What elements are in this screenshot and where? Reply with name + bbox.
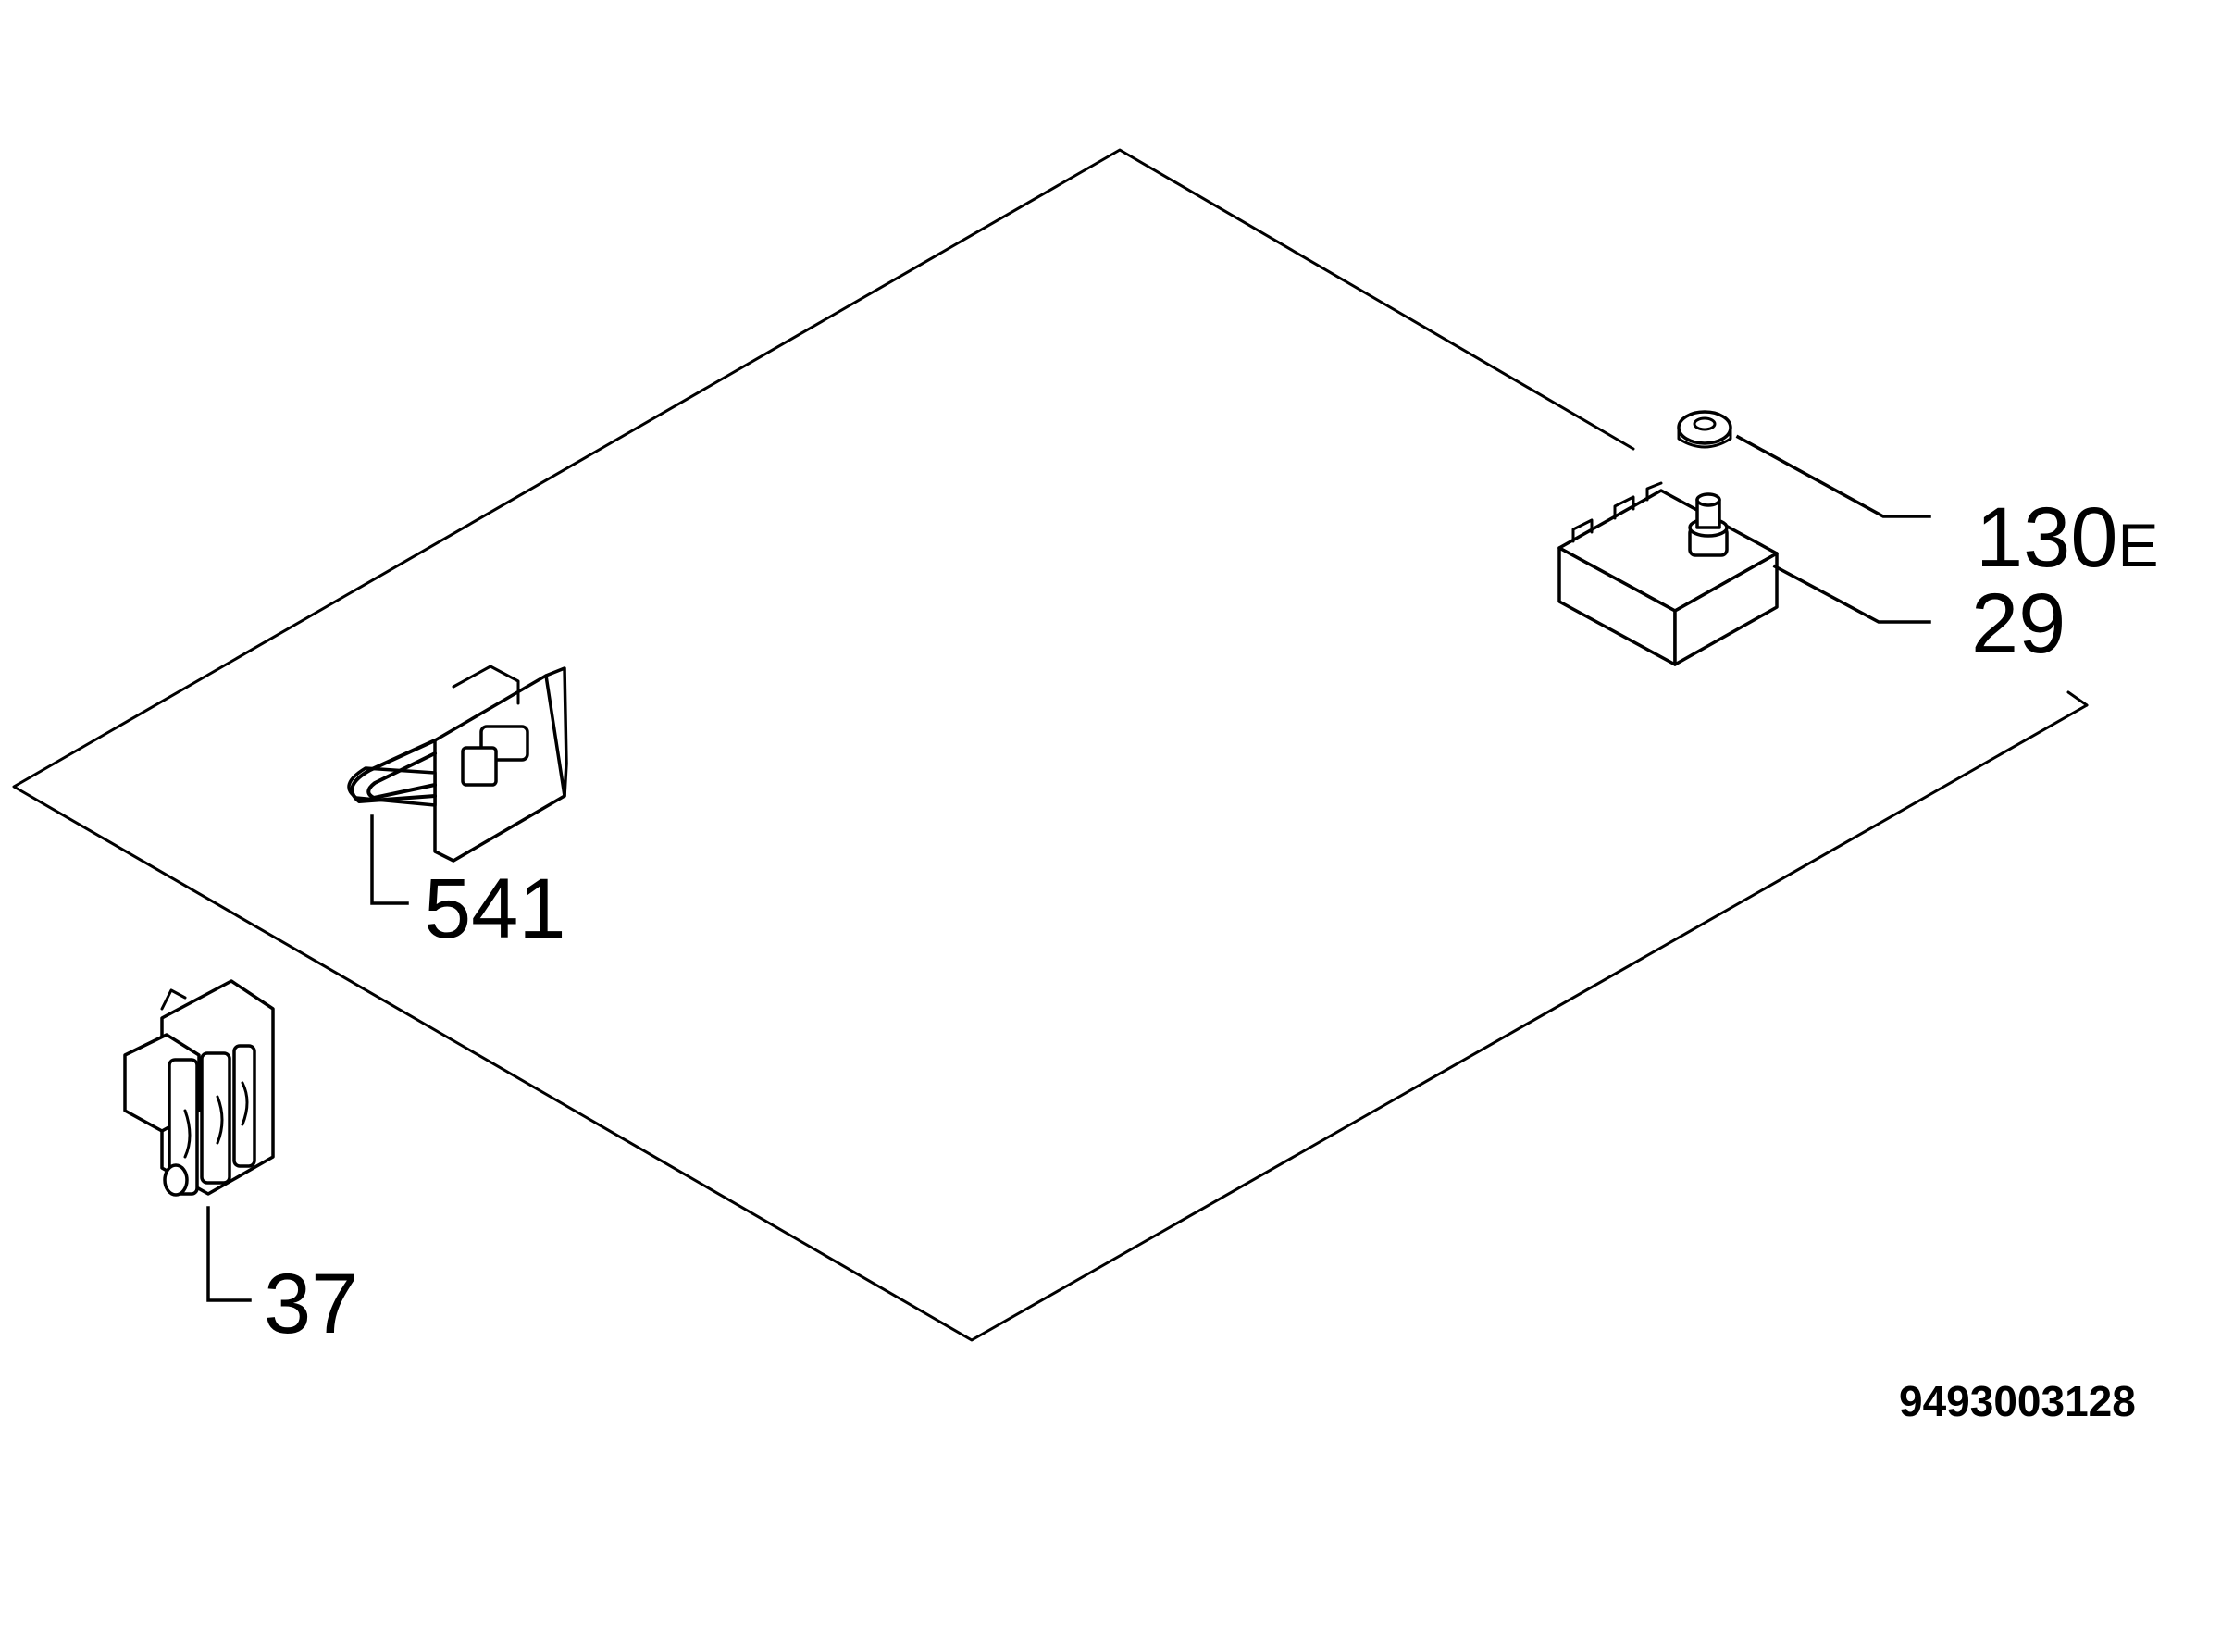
- callout-29: 29: [1971, 577, 2066, 671]
- callout-130-suffix: E: [2118, 511, 2159, 579]
- connector-block-part: [123, 979, 275, 1197]
- leader-lines: [206, 434, 1931, 1302]
- clip-holder-part: [347, 665, 568, 863]
- nut-part: [1677, 410, 1732, 449]
- callout-541: 541: [424, 862, 566, 956]
- base-plate-outline: [12, 148, 2089, 1342]
- callout-130-number: 130: [1976, 491, 2118, 585]
- callout-37: 37: [264, 1257, 358, 1351]
- switch-block-part: [1557, 481, 1779, 666]
- callout-130e: 130E: [1976, 491, 2159, 585]
- document-number: 9493003128: [1899, 1377, 2136, 1425]
